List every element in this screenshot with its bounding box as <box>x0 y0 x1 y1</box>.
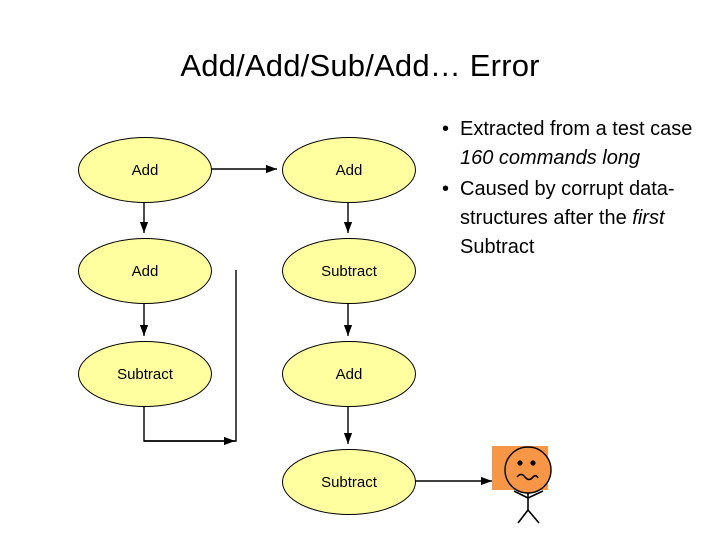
list-item: • Extracted from a test case 160 command… <box>440 115 705 173</box>
node-subtract-3[interactable]: Subtract <box>282 449 416 515</box>
node-label: Add <box>131 161 159 179</box>
bullet-text-plain: Extracted from a test case <box>460 118 693 140</box>
node-add-1[interactable]: Add <box>78 137 212 203</box>
bullet-text-italic: first <box>632 207 665 229</box>
cartoon-figure <box>492 446 562 526</box>
node-label: Subtract <box>321 473 377 491</box>
bullet-text-plain: Caused by corrupt data-structures after … <box>460 178 675 229</box>
bullet-marker: • <box>442 118 450 140</box>
node-subtract-2[interactable]: Subtract <box>78 341 212 407</box>
node-label: Subtract <box>117 365 173 383</box>
node-add-2[interactable]: Add <box>282 137 416 203</box>
list-item: • Caused by corrupt data-structures afte… <box>440 175 705 262</box>
bullet-marker: • <box>442 178 450 200</box>
node-label: Subtract <box>321 262 377 280</box>
worried-face-icon <box>504 446 552 524</box>
page-title: Add/Add/Sub/Add… Error <box>180 48 540 83</box>
node-label: Add <box>131 262 159 280</box>
node-add-3[interactable]: Add <box>78 238 212 304</box>
node-label: Add <box>335 365 363 383</box>
node-label: Add <box>335 161 363 179</box>
node-add-4[interactable]: Add <box>282 341 416 407</box>
bullet-text-italic: 160 commands long <box>460 147 641 169</box>
bullet-list: • Extracted from a test case 160 command… <box>440 115 705 264</box>
bullet-text-plain-2: Subtract <box>460 236 535 258</box>
node-subtract-1[interactable]: Subtract <box>282 238 416 304</box>
